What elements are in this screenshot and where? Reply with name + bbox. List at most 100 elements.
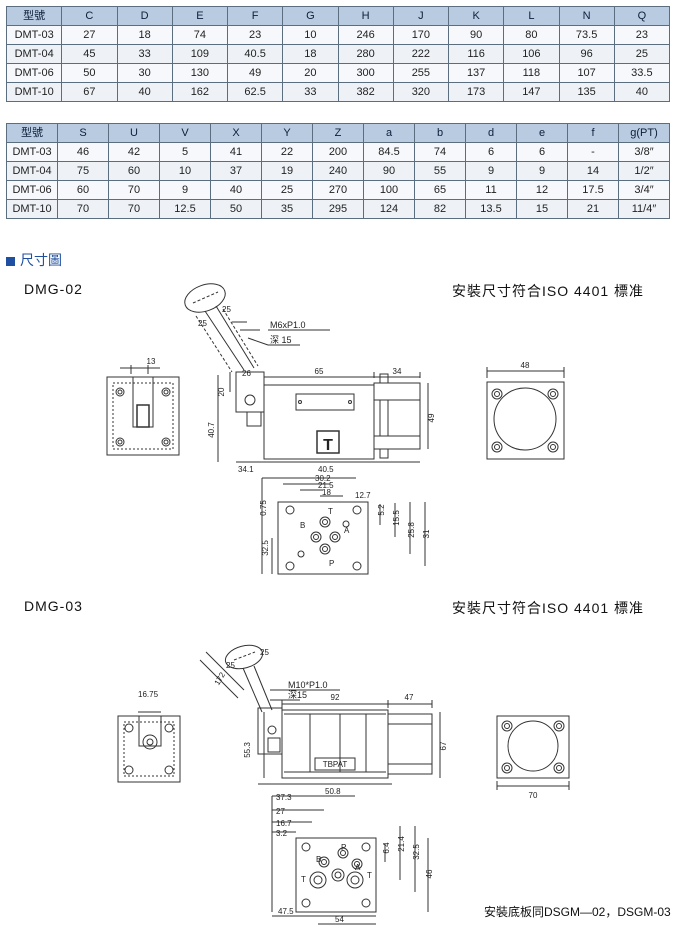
port-label-t: T — [328, 507, 333, 516]
column-header: L — [503, 6, 560, 26]
dmg03-model-label: DMG-03 — [24, 598, 83, 614]
table-cell: 25 — [261, 180, 313, 200]
table-cell: 40 — [116, 82, 173, 102]
table-cell: 70 — [57, 199, 109, 219]
table-cell: 73.5 — [558, 25, 615, 45]
dmg02-model-label: DMG-02 — [24, 281, 83, 297]
table-cell: DMT-10 — [6, 199, 58, 219]
table-cell: 137 — [447, 63, 505, 83]
table-cell: 84.5 — [363, 142, 415, 162]
dim-text: 31 — [422, 529, 431, 538]
column-header: Y — [261, 123, 313, 143]
table-cell: 23 — [613, 25, 671, 45]
dim-text: 26 — [242, 369, 251, 378]
dmg03-standard-note: 安裝尺寸符合ISO 4401 標准 — [452, 600, 645, 616]
table-cell: 130 — [171, 63, 229, 83]
table-cell: 62.5 — [226, 82, 284, 102]
dim-text: 49 — [427, 413, 436, 422]
column-header: C — [61, 6, 118, 26]
dim-text: 6.4 — [382, 842, 391, 854]
dim-text: 25 — [260, 648, 269, 657]
dim-text: 50.8 — [325, 787, 341, 796]
table-cell: 18 — [116, 25, 173, 45]
dmg02-standard-note: 安裝尺寸符合ISO 4401 標准 — [452, 283, 645, 299]
dim-text: 34 — [393, 367, 402, 376]
table-cell: 240 — [312, 161, 364, 181]
table-cell: 17.5 — [567, 180, 619, 200]
table-cell: 96 — [558, 44, 615, 64]
table-cell: DMT-03 — [6, 142, 58, 162]
dim-text: 70 — [529, 791, 538, 800]
dim-text: 5.2 — [377, 504, 386, 516]
table-cell: 25 — [613, 44, 671, 64]
column-header: E — [171, 6, 229, 26]
table-cell: 67 — [61, 82, 118, 102]
depth-callout: 深15 — [288, 690, 307, 700]
port-label-p: P — [329, 559, 334, 568]
column-header: g(PT) — [618, 123, 670, 143]
dim-text: 21.4 — [397, 836, 406, 852]
dim-text: 21.5 — [318, 481, 334, 490]
table-cell: DMT-06 — [6, 180, 58, 200]
table-cell: 11 — [465, 180, 517, 200]
dim-text: 40.7 — [207, 422, 216, 438]
table-cell: 50 — [61, 63, 118, 83]
table-cell: 40 — [613, 82, 671, 102]
dim-text: 25.8 — [407, 522, 416, 538]
table-cell: 41 — [210, 142, 262, 162]
column-header: Q — [613, 6, 671, 26]
table-cell: 295 — [312, 199, 364, 219]
table-cell: 33.5 — [613, 63, 671, 83]
dim-text: 37.3 — [276, 793, 292, 802]
table-cell: 23 — [226, 25, 284, 45]
dim-text: 13 — [147, 357, 156, 366]
dim-text: 54 — [335, 915, 344, 924]
table-cell: 173 — [447, 82, 505, 102]
column-header: F — [226, 6, 284, 26]
port-label-b: B — [316, 855, 321, 864]
table-cell: 270 — [312, 180, 364, 200]
dim-text: 40.5 — [318, 465, 334, 474]
column-header: 型號 — [5, 6, 63, 26]
dmg02-side-view — [106, 365, 180, 456]
port-label-strip: TBPAT — [323, 760, 348, 769]
dim-text: 46 — [425, 869, 434, 878]
table-cell: 246 — [337, 25, 394, 45]
table-cell: 18 — [282, 44, 339, 64]
dim-text: 65 — [315, 367, 324, 376]
table-cell: DMT-10 — [5, 82, 63, 102]
table-cell: DMT-04 — [5, 44, 63, 64]
tank-symbol: T — [323, 437, 333, 454]
column-header: N — [558, 6, 615, 26]
dim-text: 172 — [213, 670, 228, 687]
dmg02-port-layout — [261, 477, 426, 575]
table-cell: 10 — [159, 161, 211, 181]
dmg03-front-view — [199, 644, 441, 785]
table-cell: 50 — [210, 199, 262, 219]
dim-text: 18 — [322, 488, 331, 497]
table-cell: 65 — [414, 180, 466, 200]
table-cell: 49 — [226, 63, 284, 83]
column-header: b — [414, 123, 466, 143]
thread-callout: M10*P1.0 — [288, 680, 328, 690]
table-cell: 9 — [465, 161, 517, 181]
column-header: V — [159, 123, 211, 143]
dmg03-port-layout — [271, 795, 429, 925]
dim-text: 47.5 — [278, 907, 294, 916]
dim-text: 20 — [217, 387, 226, 396]
column-header: S — [57, 123, 109, 143]
dim-text: 32.5 — [412, 844, 421, 860]
dim-text: 48 — [521, 361, 530, 370]
dim-text: 16.75 — [138, 690, 159, 699]
table-cell: 70 — [108, 199, 160, 219]
dim-text: 34.1 — [238, 465, 254, 474]
dmg03-side-view — [117, 711, 181, 783]
